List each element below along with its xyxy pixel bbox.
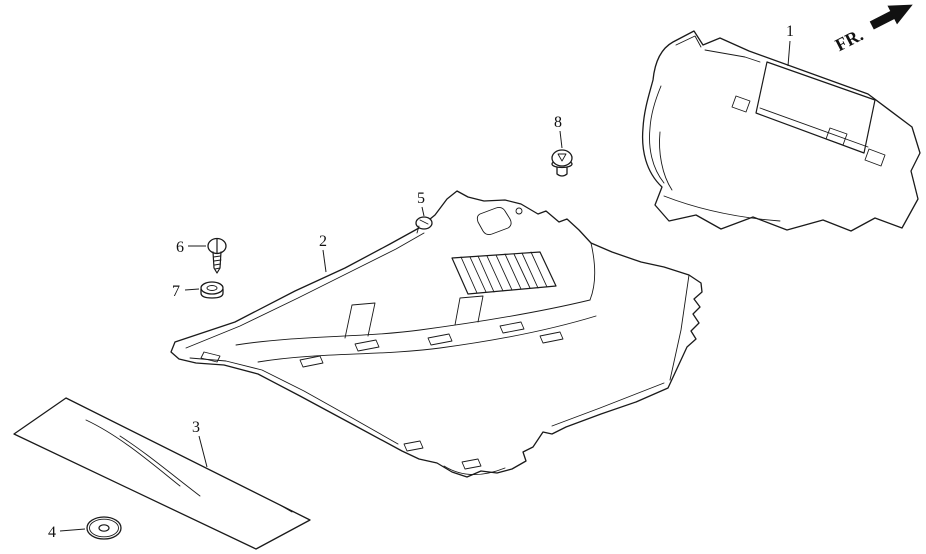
part-callouts: 1 2 3 4 5 6 7 8: [48, 23, 794, 541]
leader-line-5: [421, 206, 425, 217]
leader-line-3: [198, 435, 208, 468]
part-label-7: 7: [172, 283, 180, 300]
part-8-drawing: [551, 149, 573, 177]
fr-arrow-head: [887, 4, 913, 25]
fr-direction-indicator: FR.: [832, 4, 913, 55]
fr-label: FR.: [832, 24, 866, 55]
part-label-8: 8: [554, 114, 562, 131]
leader-line-8: [559, 130, 563, 149]
part-label-5: 5: [417, 190, 425, 207]
part-7-drawing: [200, 281, 224, 299]
part-1-drawing: [641, 30, 921, 232]
part-label-1: 1: [786, 23, 794, 40]
part-label-4: 4: [48, 524, 56, 541]
leader-line-2: [322, 249, 327, 273]
leader-lines: [59, 40, 791, 532]
part-6-drawing: [207, 237, 227, 274]
part-label-2: 2: [319, 233, 327, 250]
part-label-3: 3: [192, 419, 200, 436]
part-5-drawing: [415, 216, 433, 234]
part-2-drawing: [170, 190, 703, 478]
leader-line-7: [184, 288, 200, 291]
fr-arrow-shaft: [869, 10, 896, 30]
part-4-drawing: [86, 516, 122, 540]
part-3-drawing: [13, 397, 311, 550]
leader-line-4: [59, 528, 86, 532]
leader-line-1: [787, 40, 791, 67]
part-label-6: 6: [176, 239, 184, 256]
